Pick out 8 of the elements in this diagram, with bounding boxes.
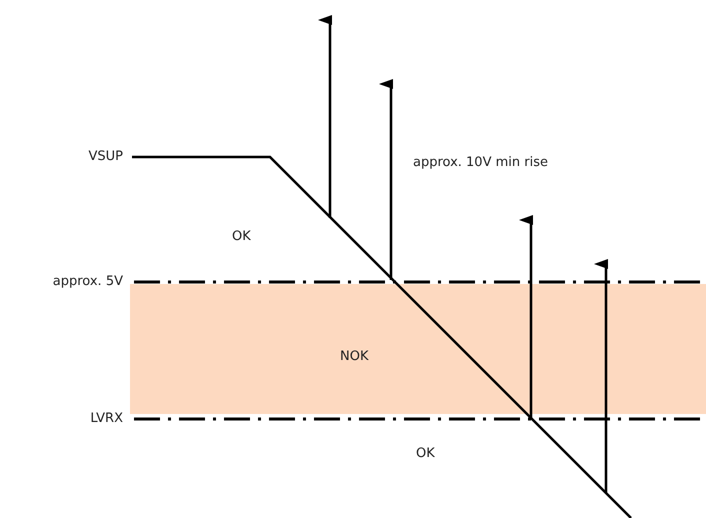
region-label: NOK: [340, 348, 368, 364]
rise-label: approx. 10V min rise: [413, 155, 548, 171]
voltage-band: [130, 284, 706, 414]
level-label: VSUP: [88, 149, 123, 165]
region-label: OK: [232, 229, 251, 245]
region-label: OK: [416, 446, 435, 462]
level-label: approx. 5V: [52, 274, 123, 290]
level-label: LVRX: [90, 411, 123, 427]
